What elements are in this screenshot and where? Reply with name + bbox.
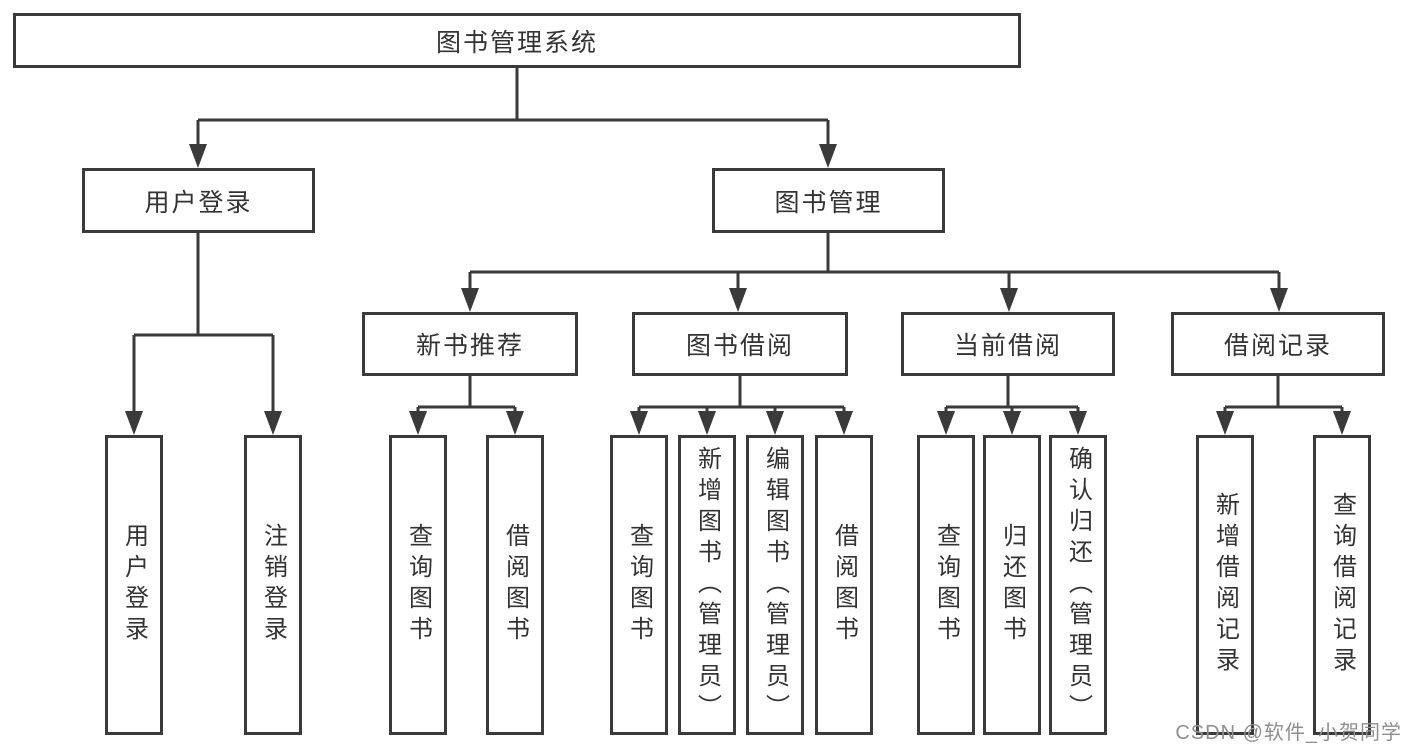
node-label: 确认归还（管理员） (1064, 445, 1092, 725)
leaf-confirm-return-admin: 确认归还（管理员） (1049, 435, 1107, 735)
node-borrowing-records: 借阅记录 (1171, 312, 1385, 376)
node-label: 图书管理系统 (435, 28, 598, 57)
leaf-logout: 注销登录 (244, 435, 302, 735)
leaf-query-books-current: 查询图书 (917, 435, 975, 735)
csdn-watermark: CSDN @软件_小贺同学 (1175, 722, 1402, 744)
leaf-borrow-books-recommend: 借阅图书 (486, 435, 544, 735)
leaf-query-borrow-record: 查询借阅记录 (1313, 435, 1371, 735)
leaf-add-books-admin: 新增图书（管理员） (678, 435, 736, 735)
leaf-query-books-recommend: 查询图书 (389, 435, 447, 735)
node-book-management: 图书管理 (712, 168, 945, 233)
leaf-edit-books-admin: 编辑图书（管理员） (746, 435, 804, 735)
node-label: 新增图书（管理员） (693, 445, 721, 725)
node-label: 查询图书 (932, 523, 960, 647)
node-book-borrowing: 图书借阅 (632, 312, 848, 376)
node-label: 图书借阅 (685, 332, 794, 360)
connector-new-rec-children (416, 376, 517, 413)
node-label: 借阅图书 (830, 523, 858, 647)
connector-user-login-children (132, 233, 275, 413)
leaf-add-borrow-record: 新增借阅记录 (1196, 435, 1254, 735)
leaf-user-login: 用户登录 (105, 435, 163, 735)
node-label: 用户登录 (144, 188, 253, 217)
node-label: 查询借阅记录 (1328, 492, 1356, 678)
node-label: 编辑图书（管理员） (761, 445, 789, 725)
node-user-login: 用户登录 (82, 168, 315, 233)
node-label: 注销登录 (259, 523, 287, 647)
arrowheads (125, 144, 1351, 435)
connector-book-mgmt-children (468, 233, 1281, 290)
connector-root-to-level2 (196, 68, 830, 146)
node-label: 用户登录 (120, 523, 148, 647)
leaf-borrow-books: 借阅图书 (815, 435, 873, 735)
node-label: 查询图书 (404, 523, 432, 647)
connector-book-borrow-children (637, 376, 846, 413)
node-label: 当前借阅 (953, 332, 1062, 360)
node-label: 新书推荐 (415, 332, 524, 360)
node-label: 借阅记录 (1223, 332, 1332, 360)
node-library-management-system: 图书管理系统 (13, 13, 1021, 68)
node-new-book-recommendation: 新书推荐 (362, 312, 578, 376)
leaf-query-books-borrow: 查询图书 (610, 435, 668, 735)
node-label: 新增借阅记录 (1211, 492, 1239, 678)
connector-borrow-records-children (1223, 376, 1344, 413)
node-label: 归还图书 (998, 523, 1026, 647)
node-current-borrowing: 当前借阅 (901, 312, 1115, 376)
connector-current-borrow-children (944, 376, 1080, 413)
node-label: 查询图书 (625, 523, 653, 647)
node-label: 借阅图书 (501, 523, 529, 647)
node-label: 图书管理 (774, 188, 883, 217)
leaf-return-books: 归还图书 (983, 435, 1041, 735)
